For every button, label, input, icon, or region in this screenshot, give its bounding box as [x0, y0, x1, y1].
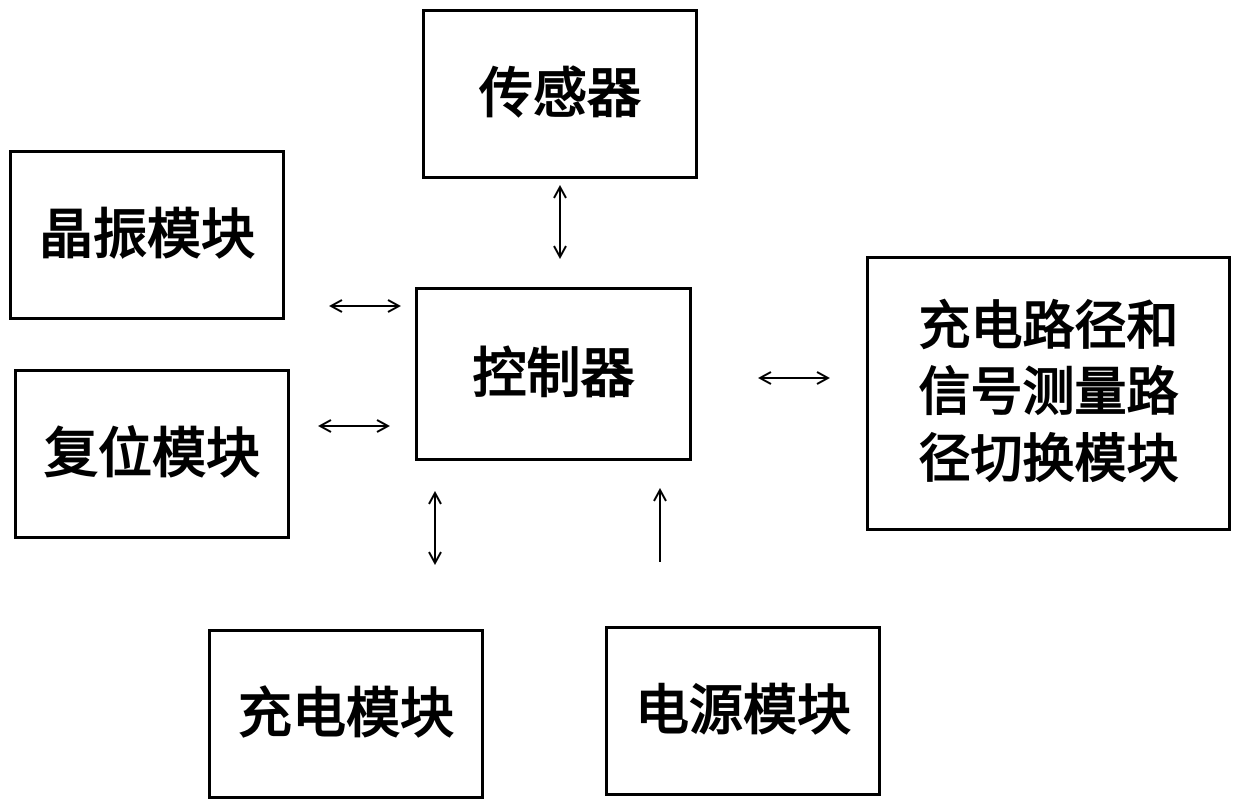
- path-switch-module-box: 充电路径和 信号测量路 径切换模块: [866, 256, 1231, 531]
- reset-module-box: 复位模块: [14, 369, 290, 539]
- sensor-box: 传感器: [422, 9, 698, 179]
- path-switch-label-line-2: 信号测量路: [918, 360, 1178, 427]
- crystal-oscillator-label: 晶振模块: [39, 203, 255, 268]
- controller-box: 控制器: [415, 287, 692, 461]
- charging-module-box: 充电模块: [208, 629, 484, 799]
- crystal-oscillator-box: 晶振模块: [9, 150, 285, 320]
- path-switch-label-line-3: 径切换模块: [918, 427, 1178, 494]
- power-module-label: 电源模块: [635, 679, 851, 744]
- controller-label: 控制器: [473, 342, 635, 407]
- power-module-box: 电源模块: [605, 626, 881, 796]
- path-switch-label-line-1: 充电路径和: [918, 294, 1178, 361]
- charging-module-label: 充电模块: [238, 682, 454, 747]
- sensor-label: 传感器: [479, 62, 641, 127]
- reset-module-label: 复位模块: [44, 422, 260, 487]
